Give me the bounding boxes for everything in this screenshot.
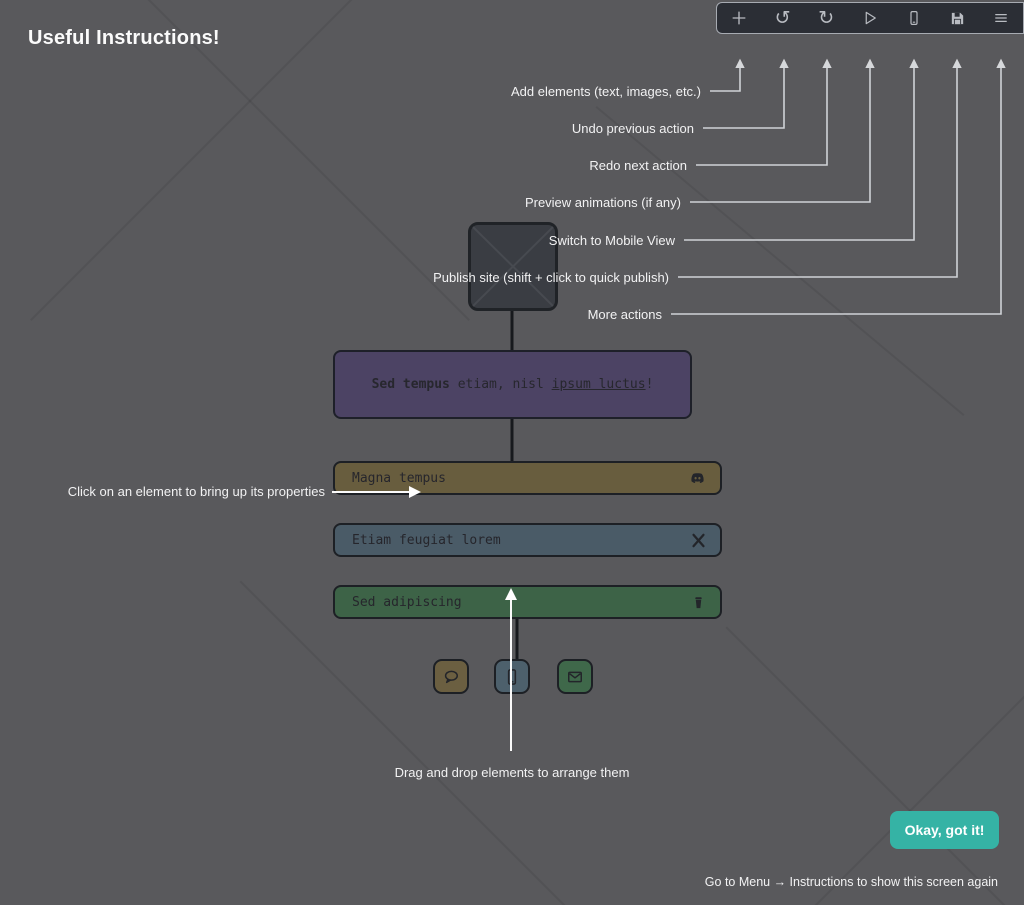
bar-label: Etiam feugiat lorem xyxy=(352,532,501,548)
okay-got-it-button[interactable]: Okay, got it! xyxy=(890,811,999,849)
add-elements-button[interactable] xyxy=(719,4,759,32)
more-actions-button[interactable] xyxy=(981,4,1021,32)
callout-redo: Redo next action xyxy=(589,158,687,173)
redo-button[interactable]: ↻ xyxy=(806,4,846,32)
text-block-element[interactable]: Sed tempus etiam, nisl ipsum luctus! xyxy=(333,350,692,419)
button-element-magna[interactable]: Magna tempus xyxy=(333,461,722,495)
bar-label: Magna tempus xyxy=(352,470,446,486)
callout-mobile-view: Switch to Mobile View xyxy=(548,233,675,248)
page-title: Useful Instructions! xyxy=(28,27,220,49)
phone-widget-element[interactable] xyxy=(494,659,530,694)
hero-text-link[interactable]: ipsum luctus xyxy=(551,377,646,392)
callout-add-elements: Add elements (text, images, etc.) xyxy=(510,84,701,99)
mobile-view-icon xyxy=(910,11,918,25)
mail-icon xyxy=(568,671,582,682)
publish-site-button[interactable] xyxy=(937,4,977,32)
button-element-sed[interactable]: Sed adipiscing xyxy=(333,585,722,619)
drag-tip-label: Drag and drop elements to arrange them xyxy=(394,765,630,780)
smartphone-icon xyxy=(507,668,517,685)
callout-publish: Publish site (shift + click to quick pub… xyxy=(433,270,669,285)
mail-widget-element[interactable] xyxy=(557,659,593,694)
bar-label: Sed adipiscing xyxy=(352,594,462,610)
hero-text-mid: etiam, nisl xyxy=(449,377,552,392)
editor-toolbar: ↺ ↻ xyxy=(716,2,1024,34)
cup-icon xyxy=(695,596,702,608)
hero-text-bold: Sed tempus xyxy=(371,377,450,392)
background-pattern-line xyxy=(725,626,1024,905)
background-pattern-line xyxy=(725,626,1024,905)
redo-icon: ↻ xyxy=(818,6,835,29)
play-preview-icon xyxy=(865,11,876,25)
placeholder-cross-icon xyxy=(472,226,554,307)
more-menu-icon xyxy=(995,14,1007,22)
click-tip-label: Click on an element to bring up its prop… xyxy=(67,484,325,499)
undo-button[interactable]: ↺ xyxy=(763,4,803,32)
x-twitter-icon xyxy=(692,533,705,547)
callout-undo: Undo previous action xyxy=(571,121,694,136)
reopen-instructions-note: Go to Menu → Instructions to show this s… xyxy=(704,875,998,889)
chat-bubble-icon xyxy=(444,670,458,683)
undo-icon: ↺ xyxy=(774,6,791,29)
callout-more-actions: More actions xyxy=(587,307,662,322)
button-element-etiam[interactable]: Etiam feugiat lorem xyxy=(333,523,722,557)
chat-widget-element[interactable] xyxy=(433,659,469,694)
background-pattern-line xyxy=(239,580,581,905)
hero-text-end: ! xyxy=(645,377,654,392)
mobile-view-button[interactable] xyxy=(894,4,934,32)
image-placeholder-element[interactable] xyxy=(468,222,558,311)
preview-animations-button[interactable] xyxy=(850,4,890,32)
callout-preview: Preview animations (if any) xyxy=(524,195,681,210)
save-publish-icon xyxy=(951,12,964,24)
discord-icon xyxy=(691,472,704,483)
add-icon xyxy=(732,11,746,25)
